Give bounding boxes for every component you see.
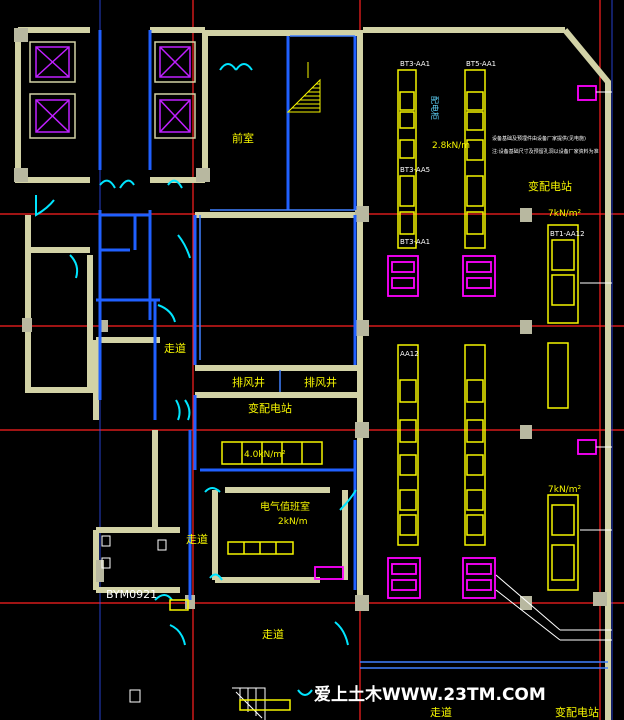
- note-1: 设备基础及预埋件由设备厂家提供(见电施): [492, 135, 586, 142]
- label-control-room: 电气值班室: [260, 500, 310, 513]
- label-tag-room: BYM0921: [106, 588, 157, 601]
- equip-tag-1: BT3-AA1: [400, 60, 430, 68]
- label-power-room-3: 变配电站: [555, 705, 599, 719]
- stairs: [232, 62, 321, 720]
- label-office: 前室: [232, 131, 254, 145]
- columns: [14, 28, 607, 611]
- label-corridor-2: 走道: [186, 532, 208, 546]
- equip-tag-6: AA12: [400, 350, 419, 358]
- walls: [15, 27, 611, 720]
- equip-tag-5: BT1-AA12: [550, 230, 585, 238]
- label-corridor-4: 走道: [430, 705, 452, 719]
- elevators: [29, 41, 196, 139]
- partitions: [96, 30, 357, 600]
- load-1: 2.8kN/m: [432, 141, 470, 151]
- partitions-thin: [199, 35, 608, 669]
- label-exhaust-2: 排风井: [304, 375, 337, 389]
- equip-tag-4: BT3-AA1: [400, 238, 430, 246]
- note-2: 注:设备基础尺寸及预留孔洞以设备厂家资料为准: [492, 148, 599, 155]
- vertical-note: 配电柜: [430, 96, 440, 120]
- load-2: 7kN/m²: [548, 209, 581, 219]
- elevator-cars: [35, 46, 191, 133]
- label-power-room-2: 变配电站: [528, 179, 572, 193]
- load-4: 2kN/m: [278, 517, 307, 527]
- leader-lines: [495, 91, 612, 641]
- label-corridor-1: 走道: [164, 341, 186, 355]
- doors: [35, 63, 357, 696]
- equip-tag-2: BT5-AA1: [466, 60, 496, 68]
- equip-tag-3: BT3-AA5: [400, 166, 430, 174]
- label-exhaust-1: 排风井: [232, 375, 265, 389]
- load-5: 7kN/m²: [548, 485, 581, 495]
- watermark: 爱上土木WWW.23TM.COM: [314, 684, 546, 705]
- label-power-room-1: 变配电站: [248, 401, 292, 415]
- cabinet-rows: [169, 69, 579, 711]
- transformers: [314, 85, 597, 599]
- label-corridor-3: 走道: [262, 627, 284, 641]
- load-3: 4.0kN/m²: [244, 450, 286, 460]
- fixtures: [101, 535, 167, 703]
